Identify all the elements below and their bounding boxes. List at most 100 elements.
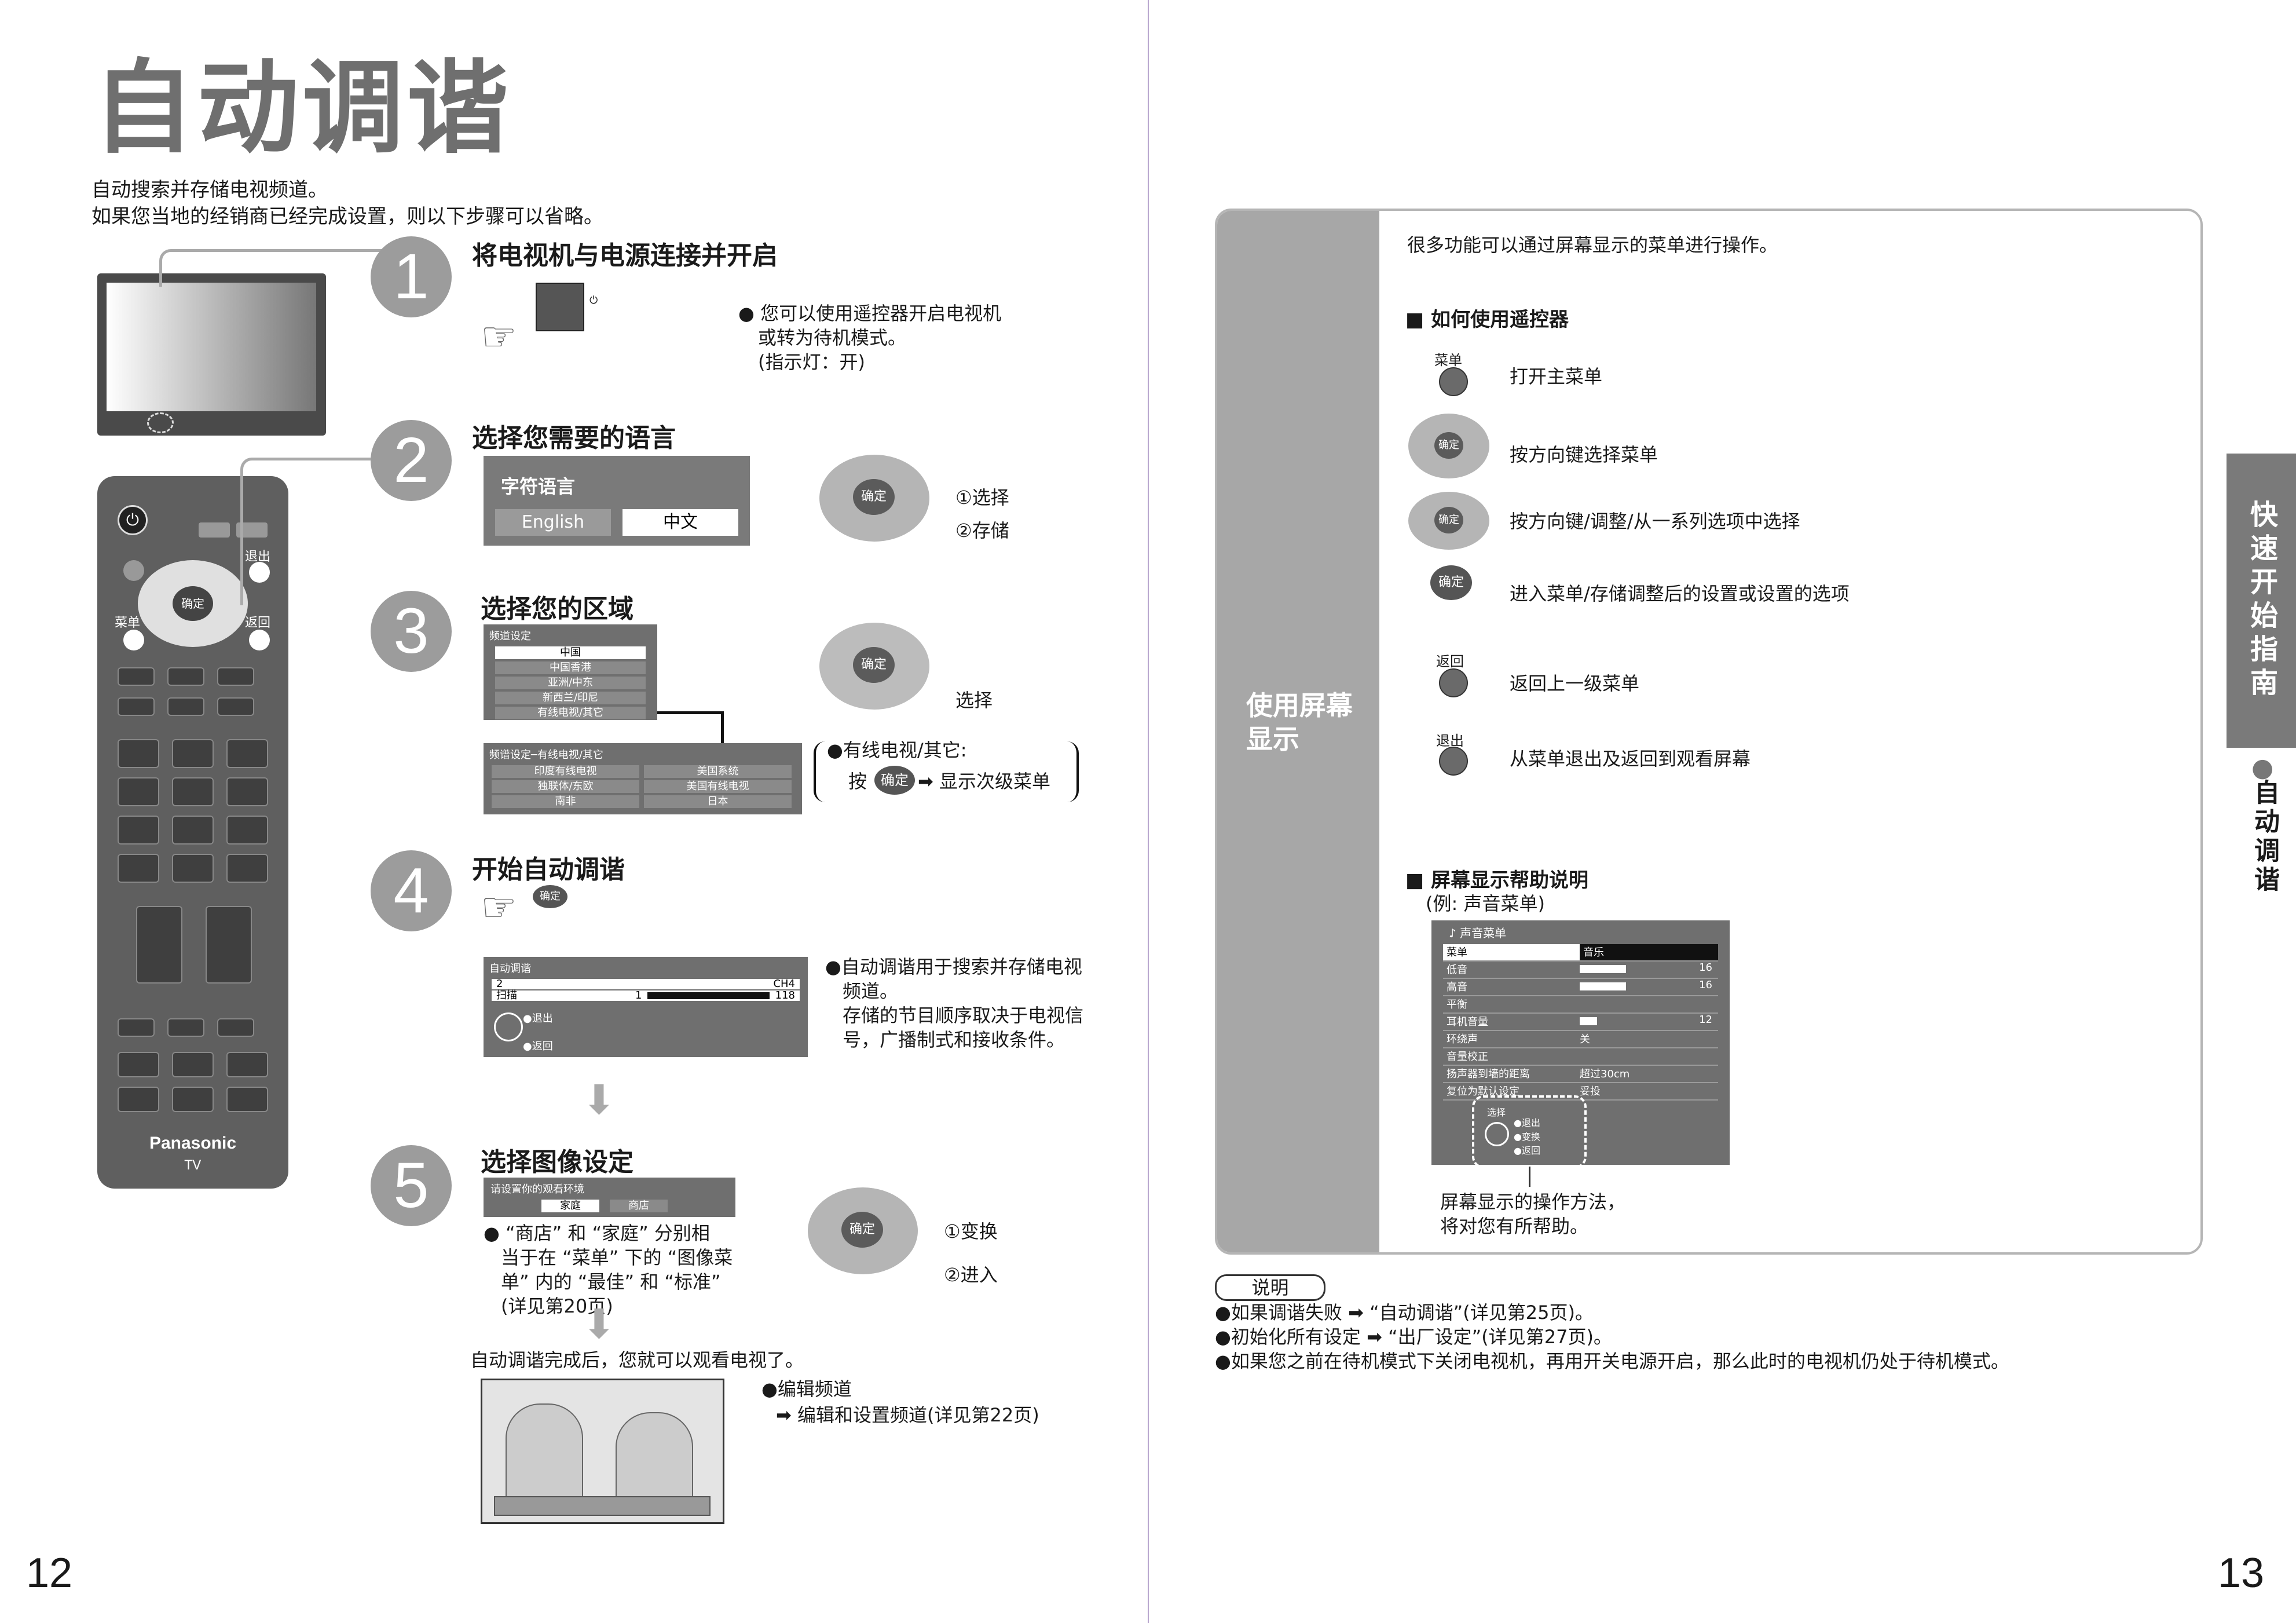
ok-button-icon: 确定 [853,647,895,683]
picture-setting-screen: 请设置你的观看环境 家庭 商店 [484,1178,735,1217]
exit-button-label: 退出 [1436,733,1464,749]
step-5-title: 选择图像设定 [481,1147,633,1177]
onscreen-display-panel: 使用屏幕 显示 很多功能可以通过屏幕显示的菜单进行操作。 ■ 如何使用遥控器 菜… [1215,209,2203,1255]
sound-menu-row[interactable]: 菜单音乐 [1443,944,1718,962]
panel-label-line: 显示 [1246,723,1299,755]
autotune-screen: 自动调谐 2 CH4 扫描 1 118 ●退出 ●返回 [484,957,808,1057]
step-5-note-line: 单” 内的 “最佳” 和 “标准” [501,1271,721,1293]
menu-button-lower[interactable] [123,630,144,650]
cable-note-bracket [814,741,1079,802]
ok-button-icon: 确定 [1430,565,1472,600]
help-caption: 屏幕显示的操作方法， 将对您有所帮助。 [1440,1190,1625,1238]
edit-channel-link[interactable]: ➡ 编辑和设置频道(详见第22页) [776,1404,1039,1426]
quick-start-tab[interactable]: 快速开始指南 [2227,454,2296,748]
channel-row: 2 CH4 [492,979,800,989]
ok-button-icon: 确定 [1434,507,1463,533]
menu-button-label: 菜单 [1434,352,1462,368]
cable-item[interactable]: 印度有线电视 [492,765,639,778]
step-3-number: 3 [371,591,452,672]
help-change: ●变换 [1514,1131,1540,1142]
channel-name: CH4 [773,978,795,990]
step-1-title: 将电视机与电源连接并开启 [472,241,778,270]
exit-button[interactable] [249,562,270,583]
ok-button[interactable]: 确定 [173,586,213,621]
region-item[interactable]: 有线电视/其它 [495,707,646,719]
remote-tv-label: TV [184,1158,202,1173]
help-exit: ●退出 [1514,1117,1540,1128]
page-title: 自动调谐 [93,50,512,167]
region-item[interactable]: 中国香港 [495,661,646,674]
dpad-updown-icon: 确定 [1408,414,1489,478]
hand-pointing-icon: ☞ [481,313,517,360]
region-menu: 频道设定 中国 中国香港 亚洲/中东 新西兰/印尼 有线电视/其它 [484,624,657,720]
remote-dpad[interactable]: 确定 [138,560,248,647]
panel-label-line: 使用屏幕 [1246,690,1353,721]
step-4-note-line: 存储的节目顺序取决于电视信 [843,1004,1084,1026]
sound-menu-row[interactable]: 平衡 [1443,996,1718,1014]
step-5-note-line: ● “商店” 和 “家庭” 分别相 [484,1222,710,1244]
note-item: ●如果您之前在待机模式下关闭电视机，再用开关电源开启，那么此时的电视机仍处于待机… [1215,1350,2009,1372]
cable-item[interactable]: 独联体/东欧 [492,780,639,793]
row-text: 打开主菜单 [1510,365,1603,388]
side-subtitle: 自动调谐 [2250,779,2279,895]
panel-label-column: 使用屏幕 显示 [1217,211,1379,1252]
dpad-icon[interactable]: 确定 [808,1187,918,1274]
sound-menu-row[interactable]: 音量校正 [1443,1048,1718,1066]
region-item[interactable]: 中国 [495,646,646,659]
power-symbol-icon: ⏻ [589,294,598,306]
step-5-note: ● “商店” 和 “家庭” 分别相 当于在 “菜单” 下的 “图像菜 单” 内的… [484,1221,733,1318]
language-option-english[interactable]: English [495,509,611,536]
connector-line-1 [159,249,423,287]
dpad-icon[interactable]: 确定 [819,455,929,542]
intro-line-1: 自动搜索并存储电视频道。 [91,178,328,202]
cable-item[interactable]: 南非 [492,795,639,808]
menu-button[interactable] [123,560,144,581]
scan-row: 扫描 1 118 [492,990,800,1001]
return-button-label: 返回 [1436,653,1464,670]
step-1-note-line: (指示灯：开) [758,351,865,373]
language-option-chinese[interactable]: 中文 [622,509,738,536]
return-button-icon [1439,668,1468,697]
cable-item[interactable]: 美国有线电视 [644,780,792,793]
arrow-down-icon: ⬇ [582,1076,616,1124]
step-2-label-select: ①选择 [955,487,1009,509]
people-watching-tv-illustration [481,1379,724,1524]
cable-item[interactable]: 美国系统 [644,765,792,778]
step-1-note-line: 或转为待机模式。 [758,327,907,349]
power-icon[interactable]: ⏻ [118,505,148,535]
home-option[interactable]: 家庭 [541,1200,599,1212]
row-text: 返回上一级菜单 [1510,672,1640,694]
connector-line-2 [240,458,417,605]
step-4-number: 4 [371,850,452,931]
help-box: 选择 ●退出 ●变换 ●返回 [1472,1095,1587,1168]
autotune-return-label: ●返回 [523,1040,553,1052]
remote-key[interactable] [199,522,230,538]
sound-menu-row[interactable]: 扬声器到墙的距离超过30cm [1443,1066,1718,1083]
region-item[interactable]: 亚洲/中东 [495,677,646,689]
section-remote-usage: ■ 如何使用遥控器 [1405,308,1569,331]
side-bullet: ● [2251,753,2274,783]
scan-from: 1 [635,989,642,1001]
shop-option[interactable]: 商店 [610,1200,668,1212]
dpad-updown-icon[interactable]: 确定 [819,623,929,710]
intro-text: 自动搜索并存储电视频道。 如果您当地的经销商已经完成设置，则以下步骤可以省略。 [91,177,603,230]
autotune-title: 自动调谐 [489,963,531,975]
power-switch-icon[interactable] [536,283,584,331]
menu-button-icon [1439,367,1468,396]
sound-menu-row[interactable]: 环绕声关 [1443,1031,1718,1048]
scan-to: 118 [775,989,795,1001]
section-osd-help: ■ 屏幕显示帮助说明 [1405,869,1588,892]
region-item[interactable]: 新西兰/印尼 [495,692,646,704]
return-button[interactable] [249,630,270,650]
autotune-exit-label: ●退出 [523,1012,553,1025]
step-2-title: 选择您需要的语言 [472,423,676,453]
page-number-left: 12 [26,1550,73,1596]
step-5-number: 5 [371,1145,452,1226]
cable-item[interactable]: 日本 [644,795,792,808]
scan-label: 扫描 [496,989,517,1001]
region-menu-title: 频道设定 [489,630,531,642]
